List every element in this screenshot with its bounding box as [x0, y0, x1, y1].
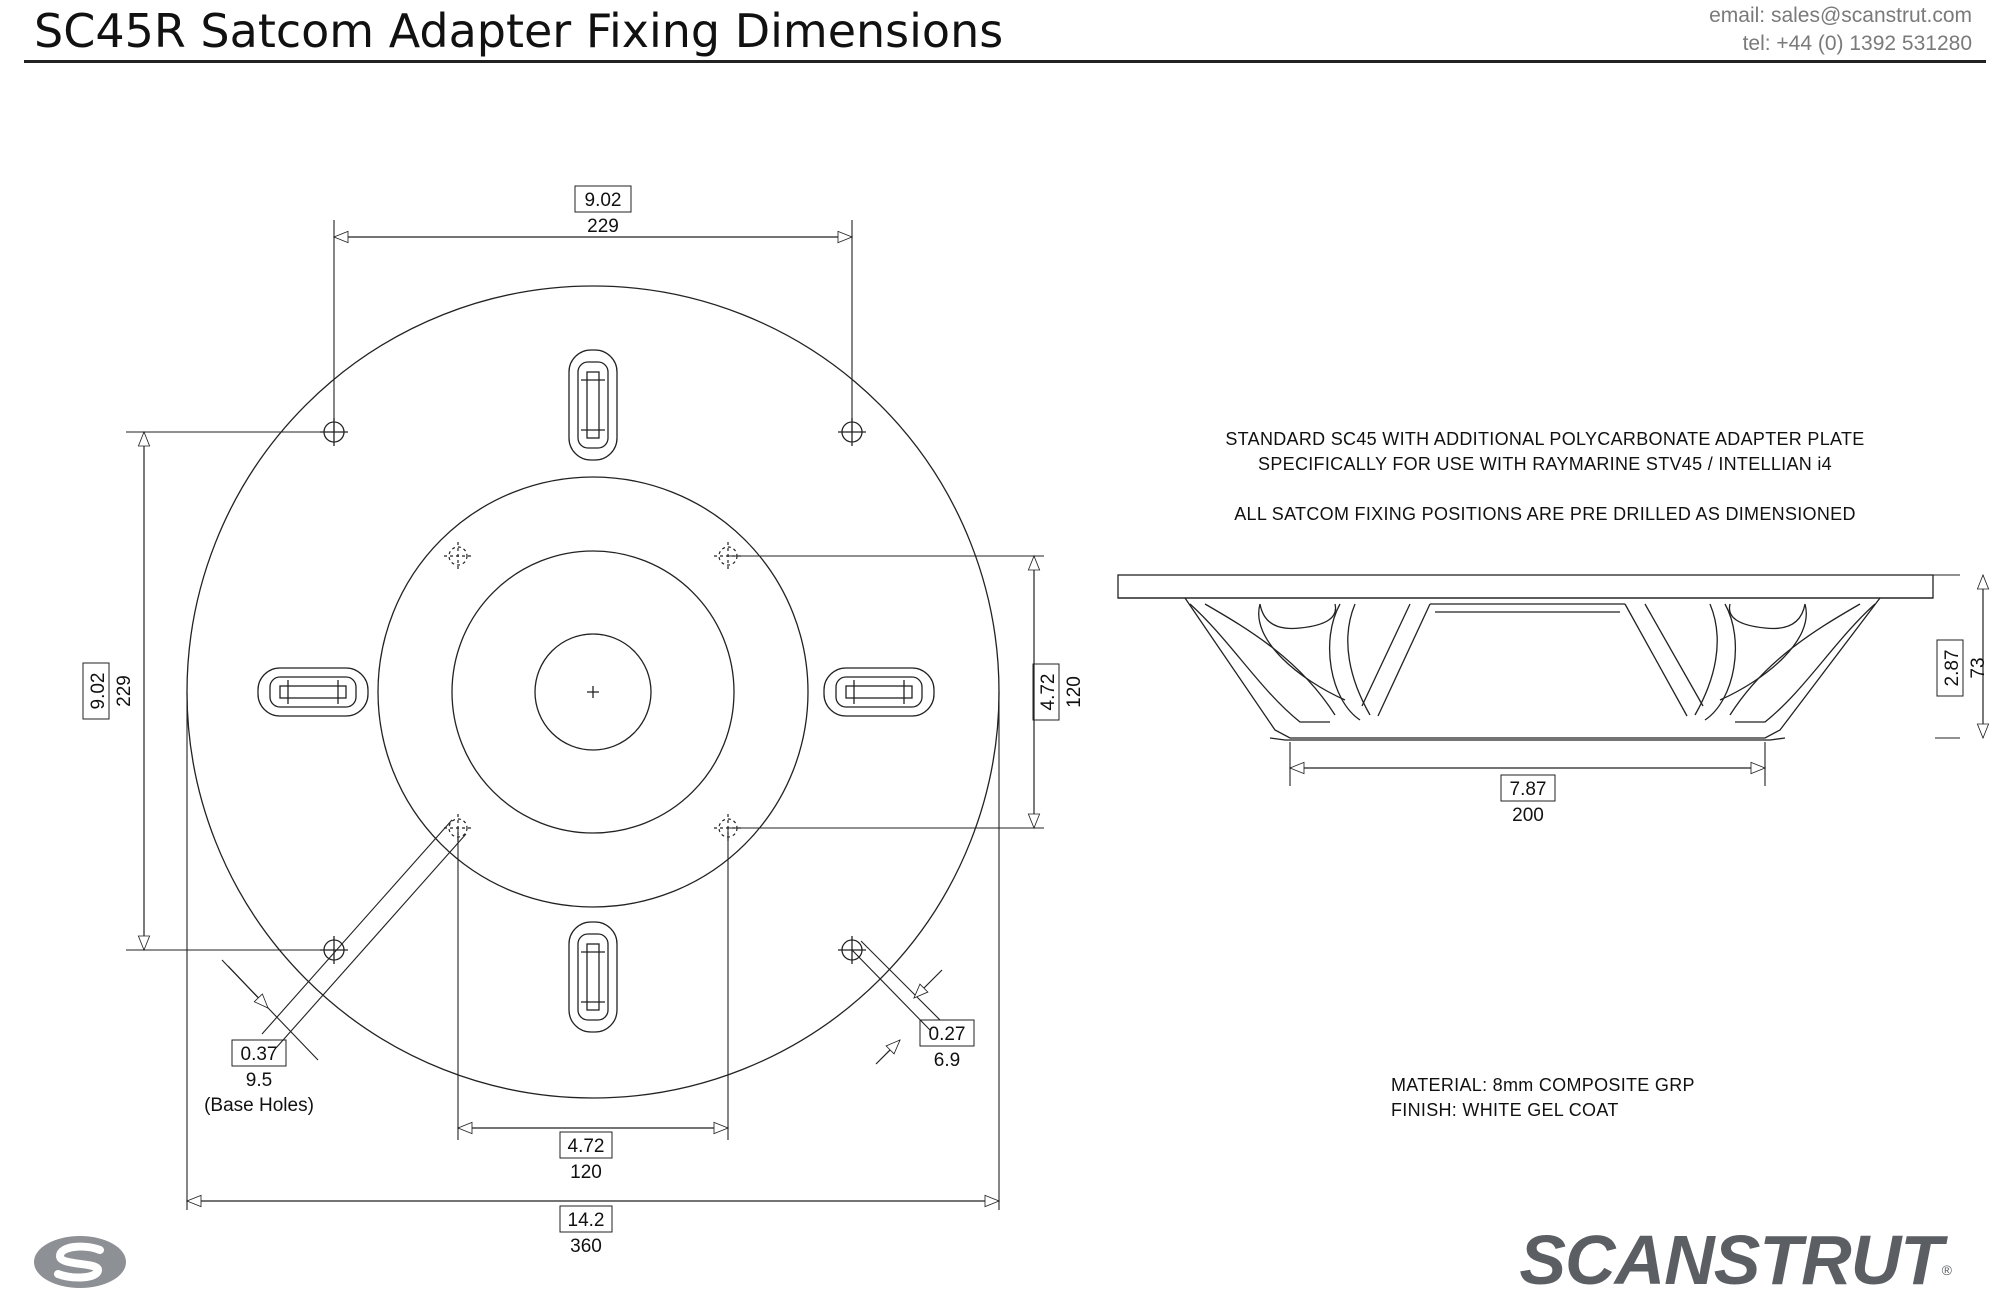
dim-base-in: 7.87	[1510, 779, 1547, 800]
dim-height-mm: 73	[1968, 657, 1989, 678]
dim-top-mm: 229	[587, 216, 619, 237]
dim-overall-in: 14.2	[568, 1210, 605, 1231]
dim-height-in: 2.87	[1942, 650, 1963, 687]
page-title: SC45R Satcom Adapter Fixing Dimensions	[34, 4, 1004, 58]
note-line-3: ALL SATCOM FIXING POSITIONS ARE PRE DRIL…	[1234, 504, 1856, 524]
slot-top	[568, 349, 618, 461]
base-body-outline	[1184, 597, 1881, 739]
slot-bottom	[568, 921, 618, 1033]
base-hole-in: 0.37	[241, 1044, 278, 1065]
contact-block: email: sales@scanstrut.com tel: +44 (0) …	[1709, 2, 1972, 58]
dim-right-mm: 120	[1064, 676, 1085, 708]
side-view	[1117, 573, 1990, 786]
dim-top-in: 9.02	[585, 190, 622, 211]
contact-email: email: sales@scanstrut.com	[1709, 4, 1972, 27]
mid-ring-circle	[377, 476, 809, 908]
center-mark	[587, 686, 599, 698]
inner-ring-circle	[451, 550, 735, 834]
adapter-notes: STANDARD SC45 WITH ADDITIONAL POLYCARBON…	[1160, 427, 1930, 527]
center-hole-circle	[534, 633, 652, 751]
dim-right-in: 4.72	[1038, 674, 1059, 711]
dim-left-mm: 229	[114, 675, 135, 707]
satcom-hole-in: 0.27	[929, 1024, 966, 1045]
material-notes: MATERIAL: 8mm COMPOSITE GRP FINISH: WHIT…	[1391, 1073, 1695, 1123]
scanstrut-s-logo	[34, 1236, 126, 1288]
scanstrut-wordmark: SCANSTRUT	[1519, 1221, 1943, 1299]
base-hole-mm: 9.5	[246, 1070, 272, 1091]
dim-left-in: 9.02	[88, 673, 109, 710]
dim-overall-mm: 360	[570, 1236, 602, 1257]
registered-mark: ®	[1941, 1262, 1952, 1278]
dim-inner-in: 4.72	[568, 1136, 605, 1157]
satcom-hole-mm: 6.9	[934, 1050, 960, 1071]
dim-base-mm: 200	[1512, 805, 1544, 826]
adapter-plate-top	[1117, 574, 1934, 599]
slot-right	[823, 667, 935, 717]
dimension-lines	[137, 230, 1041, 1208]
plan-dimension-labels: 9.02 229 9.02 229 4.72 120 4.72 120 14.2…	[82, 185, 1085, 1257]
base-hole-label: (Base Holes)	[204, 1095, 314, 1116]
dim-inner-mm: 120	[570, 1162, 602, 1183]
plan-view	[126, 220, 1044, 1210]
note-line-2: SPECIFICALLY FOR USE WITH RAYMARINE STV4…	[1258, 454, 1832, 474]
title-underline	[24, 60, 1986, 63]
finish-line: FINISH: WHITE GEL COAT	[1391, 1100, 1619, 1120]
slot-left	[257, 667, 369, 717]
material-line: MATERIAL: 8mm COMPOSITE GRP	[1391, 1075, 1695, 1095]
note-line-1: STANDARD SC45 WITH ADDITIONAL POLYCARBON…	[1225, 429, 1865, 449]
side-dimension-labels: 2.87 73 7.87 200	[1500, 639, 1989, 826]
contact-phone: tel: +44 (0) 1392 531280	[1742, 32, 1972, 55]
